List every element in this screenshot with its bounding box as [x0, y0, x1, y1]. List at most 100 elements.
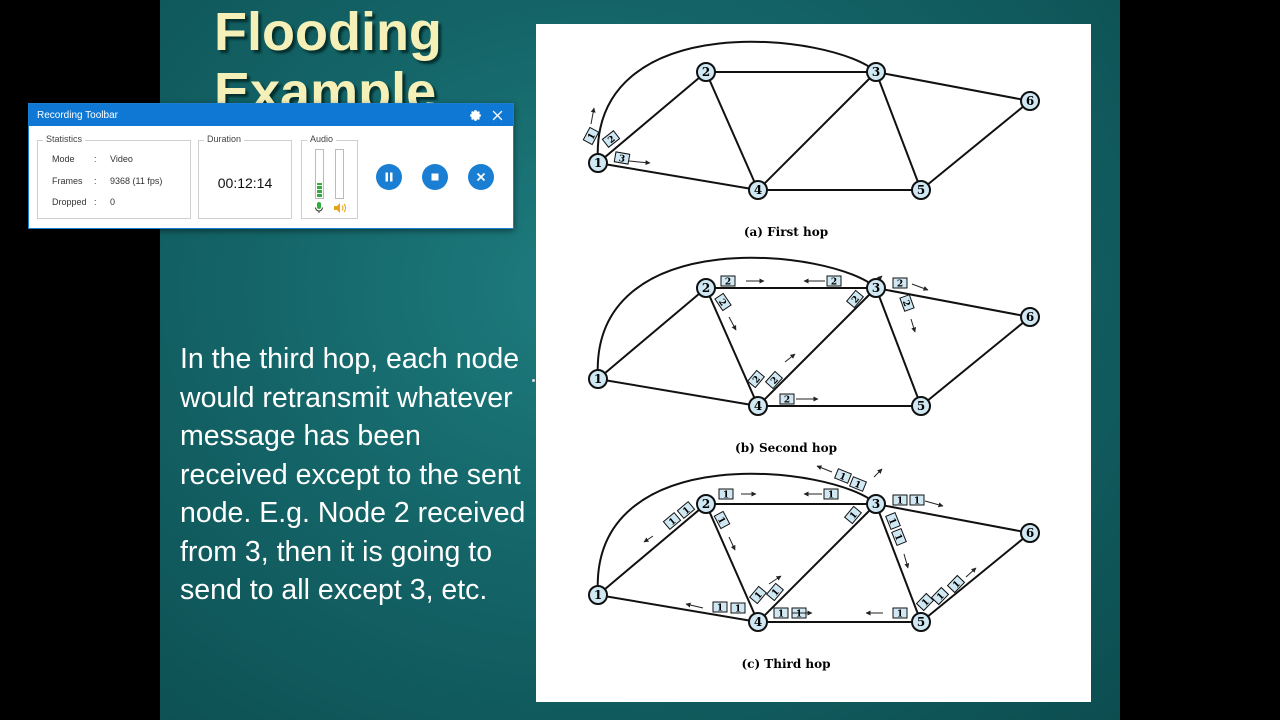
- packet-box: [713, 510, 731, 530]
- direction-arrow: [628, 160, 651, 166]
- packet-icon: 2: [601, 130, 621, 148]
- packet-icon: 1: [582, 126, 600, 146]
- link-1-3-arc: [596, 40, 877, 164]
- packet-label: 1: [848, 510, 860, 521]
- packet-label: 1: [935, 591, 947, 602]
- packet-box: [764, 370, 784, 390]
- packet-box: [730, 602, 746, 614]
- node-circle: [866, 62, 886, 82]
- packet-label: 1: [920, 597, 932, 608]
- packet-icon: 1: [791, 607, 807, 620]
- node-circle: [696, 62, 716, 82]
- packet-icon: 1: [843, 505, 863, 525]
- mic-level-meter: [315, 149, 324, 199]
- packet-box: [845, 289, 865, 309]
- speaker-icon[interactable]: [333, 201, 347, 213]
- direction-arrow: [768, 575, 782, 585]
- packet-label: 2: [831, 278, 837, 288]
- packet-label: 1: [853, 480, 863, 492]
- packet-icon: 2: [720, 275, 736, 288]
- node-circle: [911, 612, 931, 632]
- direction-arrow: [924, 500, 944, 508]
- packet-label: 1: [735, 605, 741, 615]
- packet-box: [662, 511, 682, 531]
- node-label: 3: [872, 281, 880, 295]
- link-3-5: [875, 287, 922, 407]
- node-circle: [748, 612, 768, 632]
- packet-label: 2: [725, 278, 731, 288]
- packet-box: [765, 582, 785, 602]
- packet-icon: 1: [765, 582, 785, 602]
- packet-label: 2: [716, 297, 728, 308]
- node-label: 6: [1026, 526, 1034, 540]
- packet-box: [601, 130, 621, 148]
- packet-label: 2: [850, 294, 862, 305]
- packet-icon: 2: [845, 289, 865, 309]
- node-label: 5: [917, 183, 925, 197]
- node-circle: [588, 153, 608, 173]
- audio-group: Audio: [301, 134, 358, 219]
- packet-label: 1: [667, 516, 678, 528]
- link-3-4: [757, 71, 877, 191]
- microphone-icon[interactable]: [314, 201, 324, 213]
- recording-toolbar[interactable]: Recording Toolbar Statistics Mode:Video …: [28, 103, 514, 229]
- gear-icon[interactable]: [467, 107, 483, 123]
- packet-label: 1: [715, 516, 727, 526]
- packet-icon: 1: [773, 607, 789, 620]
- packet-icon: 1: [748, 585, 768, 605]
- link-1-2: [597, 503, 707, 596]
- packet-box: [779, 393, 795, 405]
- packet-box: [892, 277, 908, 289]
- node-label: 2: [702, 65, 710, 79]
- cancel-button[interactable]: [468, 164, 494, 190]
- node-label: 1: [594, 372, 602, 386]
- packet-box: [909, 494, 925, 506]
- close-icon[interactable]: [489, 107, 505, 123]
- packet-label: 2: [897, 280, 903, 290]
- duration-value: 00:12:14: [217, 175, 273, 191]
- packet-box: [892, 607, 908, 619]
- mic-level-bar: [317, 183, 322, 197]
- packet-label: 2: [751, 374, 763, 385]
- packet-label: 2: [784, 396, 790, 406]
- packet-label: 3: [618, 154, 626, 165]
- link-5-6: [920, 316, 1031, 407]
- slide-body-text: In the third hop, each node would retran…: [180, 343, 526, 606]
- direction-arrow: [784, 353, 796, 363]
- packet-icon: 1: [946, 574, 966, 594]
- link-1-4: [597, 378, 759, 407]
- statistics-label: Statistics: [43, 134, 86, 144]
- packet-icon: 3: [613, 151, 631, 165]
- direction-arrow: [903, 553, 910, 569]
- packet-label: 1: [838, 472, 848, 484]
- pause-button[interactable]: [376, 164, 402, 190]
- packet-label: 1: [586, 132, 598, 142]
- node-circle: [911, 180, 931, 200]
- packet-icon: 1: [712, 601, 728, 614]
- packet-label: 1: [914, 497, 920, 507]
- link-1-3-arc: [596, 472, 877, 596]
- link-2-4: [705, 71, 759, 191]
- packet-icon: 2: [899, 294, 915, 312]
- node-label: 6: [1026, 310, 1034, 324]
- direction-arrow: [816, 465, 833, 473]
- node-circle: [588, 585, 608, 605]
- packet-icon: 1: [718, 488, 734, 501]
- packet-icon: 1: [713, 510, 731, 530]
- toolbar-titlebar[interactable]: Recording Toolbar: [29, 104, 513, 126]
- packet-icon: 1: [823, 488, 839, 501]
- stop-button[interactable]: [422, 164, 448, 190]
- packet-box: [930, 586, 950, 606]
- node-label: 6: [1026, 94, 1034, 108]
- node-circle: [748, 180, 768, 200]
- packet-icon: 1: [915, 592, 935, 612]
- direction-arrow: [643, 535, 654, 543]
- packet-icon: 1: [909, 494, 925, 507]
- packet-box: [915, 592, 935, 612]
- node-circle: [696, 494, 716, 514]
- direction-arrow: [911, 283, 929, 291]
- stat-dropped: Dropped:0: [52, 197, 116, 207]
- packet-label: 1: [770, 587, 782, 598]
- packet-box: [848, 476, 868, 492]
